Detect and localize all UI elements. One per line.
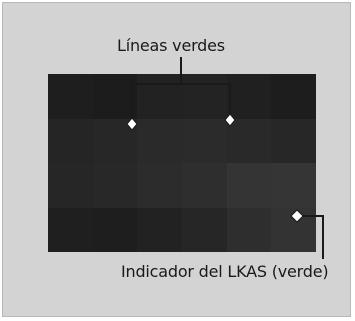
screen-tile xyxy=(271,118,316,163)
screen-tile xyxy=(182,207,227,252)
green-lines-label: Líneas verdes xyxy=(117,36,225,55)
lkas-indicator-marker xyxy=(290,209,304,223)
screen-tile xyxy=(182,163,227,208)
lkas-indicator-label: Indicador del LKAS (verde) xyxy=(121,262,329,281)
screen-tile xyxy=(92,74,138,119)
screen-tile xyxy=(137,163,182,208)
screen-tile xyxy=(226,74,272,119)
screen-tile xyxy=(48,163,93,208)
green-line-right-marker xyxy=(224,113,236,127)
screen-tile xyxy=(48,118,93,163)
green-line-left-marker xyxy=(126,117,138,131)
screen-tile xyxy=(137,207,182,252)
screen-tile xyxy=(48,74,93,119)
screen-tile xyxy=(226,207,272,252)
screen-tile xyxy=(48,207,93,252)
screen-tile xyxy=(271,74,316,119)
screen-tile xyxy=(137,118,182,163)
screen-tile xyxy=(182,118,227,163)
screen-tile xyxy=(92,163,138,208)
screen-tile xyxy=(182,74,227,119)
screen-tile xyxy=(271,163,316,208)
screen-tile xyxy=(226,118,272,163)
screen-tile xyxy=(226,163,272,208)
lkas-indicator-callout xyxy=(290,209,324,259)
screen-tile xyxy=(137,74,182,119)
green-lines-callout xyxy=(126,57,236,131)
screen-tile xyxy=(92,207,138,252)
